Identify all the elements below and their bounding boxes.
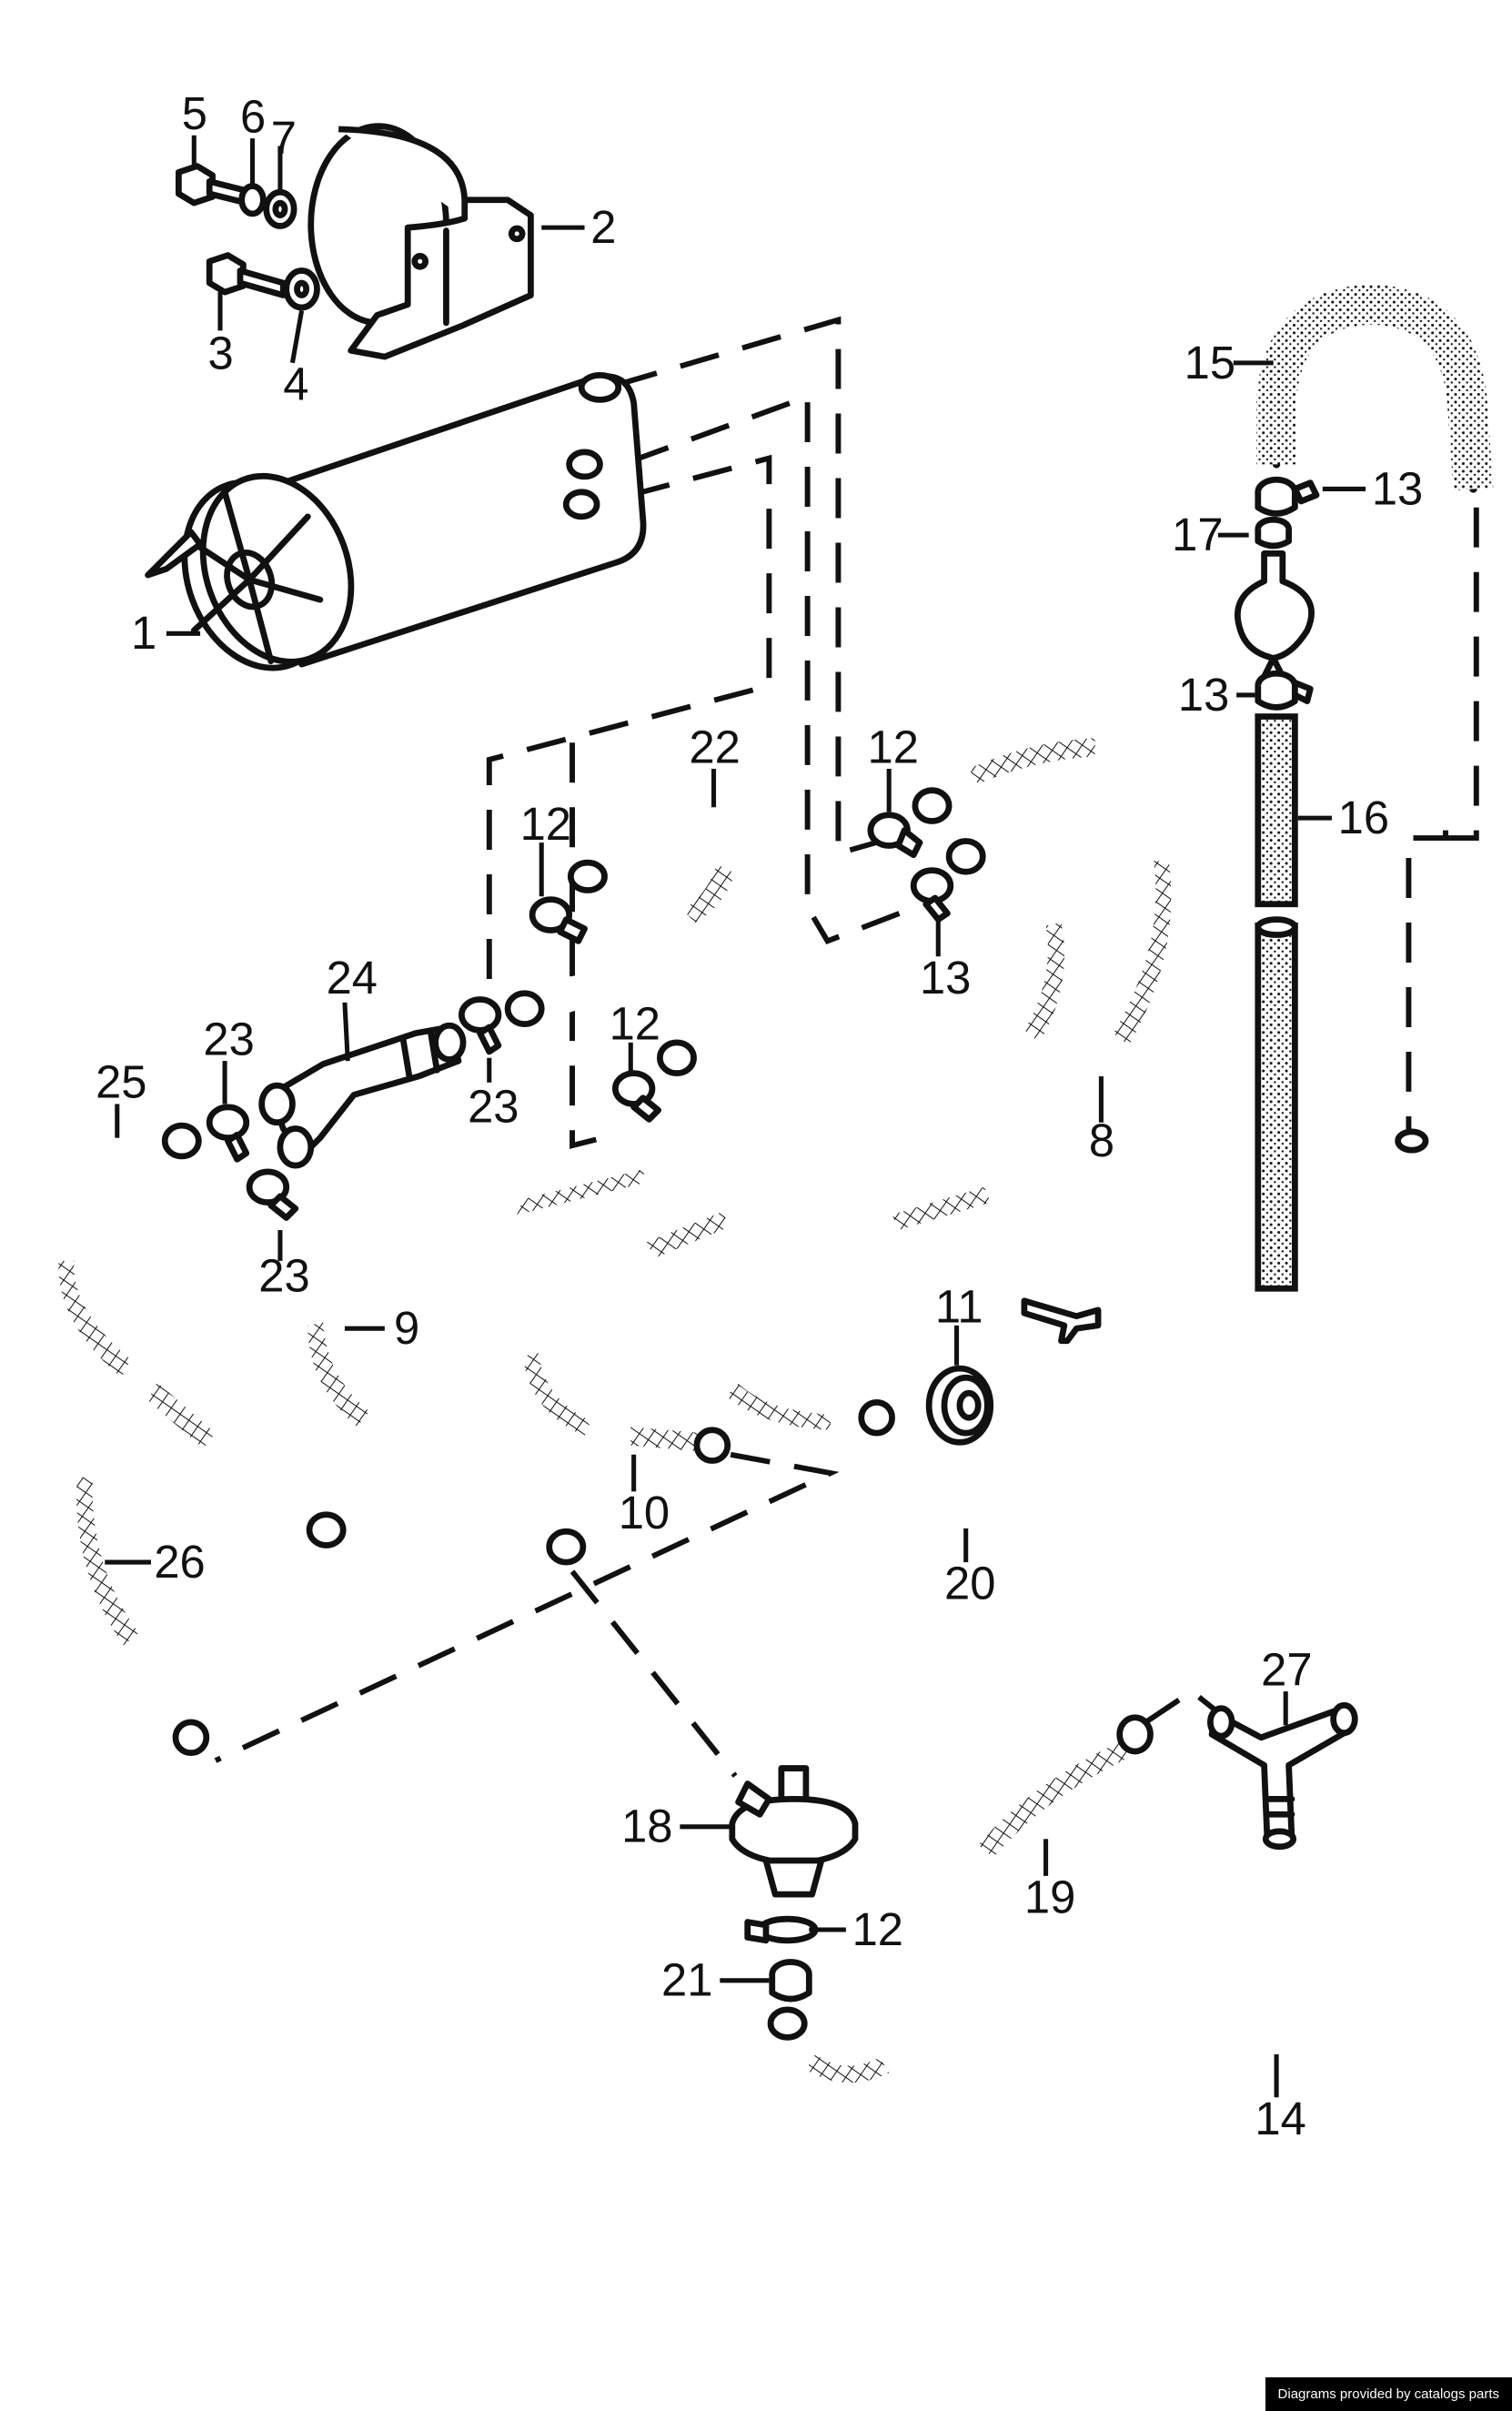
clamp-13-upper: [1255, 476, 1320, 517]
hose-20: [788, 1297, 1102, 1773]
clamp-13-b: [910, 867, 954, 923]
grommet-11: [925, 1365, 994, 1446]
ring-17: [1255, 516, 1292, 550]
callout-22: 22: [689, 721, 740, 772]
callout-11: 11: [935, 1280, 983, 1332]
callout-26: 26: [154, 1536, 205, 1588]
callout-8: 8: [1089, 1115, 1114, 1166]
hose-26: [76, 1222, 248, 1757]
callout-25: 25: [96, 1056, 146, 1108]
callout-19: 19: [1024, 1871, 1075, 1922]
bolt-5: [176, 163, 250, 207]
clamp-23-a: [458, 996, 502, 1055]
callout-13-c: 13: [920, 952, 971, 1004]
mounting-bracket: [307, 123, 534, 360]
valve-18: [729, 1765, 859, 1898]
washer-4: [283, 267, 320, 311]
callout-labels: 5 6 7 2 3 4 1 15 13 17 13 16 22 12 12 13…: [96, 87, 1423, 2144]
leader-lines: [105, 135, 1366, 2098]
washer-7: [263, 188, 297, 229]
check-valve: [1234, 550, 1315, 681]
hose-16: [1255, 713, 1298, 1292]
clamp-12-d: [744, 1915, 819, 1944]
callout-21: 21: [661, 1954, 712, 2006]
callout-12-b: 12: [520, 798, 571, 850]
clamp-12-b: [529, 896, 588, 944]
callout-15: 15: [1184, 337, 1235, 388]
callout-24: 24: [327, 952, 378, 1004]
clamp-23-b: [206, 1104, 250, 1163]
callout-5: 5: [182, 87, 207, 139]
callout-4: 4: [283, 358, 308, 409]
callout-18: 18: [621, 1801, 672, 1852]
callout-13-b: 13: [1178, 669, 1229, 721]
clamp-12-a: [867, 812, 923, 859]
washer-6: [238, 183, 267, 217]
credit-badge: Diagrams provided by catalogs parts: [1265, 2377, 1512, 2411]
callout-23-b: 23: [468, 1081, 519, 1133]
clamp-23-c: [246, 1168, 299, 1221]
callout-17: 17: [1172, 509, 1223, 560]
bolt-3: [206, 252, 287, 298]
callout-12-c: 12: [610, 997, 660, 1049]
callout-27: 27: [1261, 1643, 1312, 1695]
callout-12-d: 12: [852, 1903, 903, 1955]
hose-25: [58, 1122, 347, 1548]
y-connector: [258, 1022, 467, 1169]
callout-12-a: 12: [868, 721, 919, 772]
ring-21: [769, 1959, 812, 2002]
hose-19: [767, 1714, 1154, 2083]
callout-9: 9: [394, 1302, 419, 1354]
callout-7: 7: [271, 112, 297, 164]
clamp-13-lower: [1255, 670, 1314, 711]
hose-22: [504, 794, 759, 1027]
hose-15: [1256, 284, 1494, 493]
callout-14: 14: [1255, 2093, 1305, 2144]
callout-23-a: 23: [203, 1013, 254, 1064]
clamp-12-c: [611, 1070, 662, 1123]
hose-10: [522, 829, 1094, 1464]
y-piece-27: [1207, 1701, 1358, 1851]
callout-23-c: 23: [258, 1250, 309, 1302]
callout-20: 20: [944, 1558, 995, 1609]
charcoal-canister: [145, 371, 647, 671]
callout-13-a: 13: [1372, 462, 1423, 514]
callout-3: 3: [207, 328, 233, 379]
callout-10: 10: [619, 1487, 670, 1538]
hose-9: [307, 972, 892, 1568]
callout-6: 6: [240, 90, 266, 142]
callout-2: 2: [590, 201, 616, 253]
callout-16: 16: [1338, 792, 1389, 843]
callout-1: 1: [131, 607, 156, 659]
hose-14: [151, 1128, 1464, 2253]
